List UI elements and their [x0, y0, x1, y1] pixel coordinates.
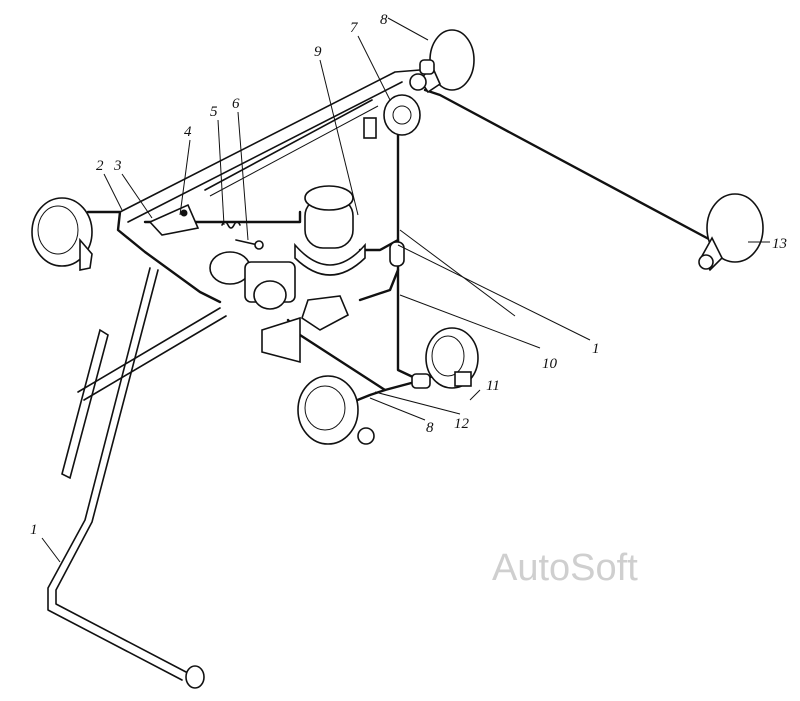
callout-label: 10 — [542, 356, 558, 372]
left-lamp — [31, 197, 93, 271]
callout-labels: 1 2 3 4 5 6 7 8 9 10 1 11 12 8 13 — [30, 12, 787, 538]
leader-lines — [41, 17, 770, 563]
bracket-assembly — [148, 203, 264, 250]
callout-label: 4 — [184, 124, 192, 140]
callout-label: 9 — [314, 44, 322, 60]
callout-label: 13 — [772, 236, 787, 252]
relay-block — [363, 94, 421, 139]
bottom-lamp — [297, 375, 375, 445]
callout-label: 6 — [232, 96, 240, 112]
callout-label: 3 — [113, 158, 122, 174]
fittings — [389, 59, 435, 389]
watermark: AutoSoft — [492, 547, 638, 589]
callout-label: 1 — [30, 522, 38, 538]
callout-label: 1 — [592, 341, 600, 357]
gauge — [425, 327, 479, 389]
wiper-linkage — [47, 267, 227, 689]
callout-label: 12 — [454, 416, 470, 432]
callout-label: 7 — [350, 20, 359, 36]
callout-label: 2 — [96, 158, 104, 174]
washer-pump — [294, 185, 366, 331]
callout-label: 8 — [426, 420, 434, 436]
callout-label: 8 — [380, 12, 388, 28]
mounting-frame — [119, 69, 421, 223]
callout-label: 5 — [210, 104, 218, 120]
right-lamp — [698, 193, 764, 272]
wiper-motor — [209, 251, 301, 364]
top-right-lamp — [409, 29, 475, 94]
callout-label: 11 — [486, 378, 500, 394]
